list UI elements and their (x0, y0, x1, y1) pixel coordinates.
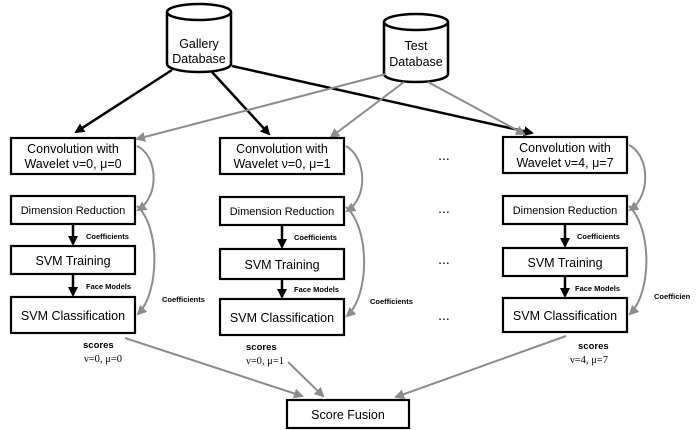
conv-box-3 (501, 135, 629, 175)
svm-classification-box-2-label: SVM Classification (230, 311, 334, 325)
test-database-label-1: Test (405, 39, 428, 53)
face-models-label-1: Face Models (86, 282, 131, 291)
side-coefficients-label-2: Coefficients (370, 297, 413, 306)
svm-classification-box-3 (501, 296, 629, 334)
dim-to-classification-curve-2 (345, 206, 366, 318)
gallery-database: Gallery Database (165, 2, 233, 74)
gallery-to-conv-1-arrow (74, 68, 173, 134)
column-3: Convolution with Wavelet ν=4, μ=7 Dimens… (501, 135, 691, 366)
test-to-conv-1-arrow (135, 73, 387, 142)
scores-label-2: scores (246, 342, 277, 353)
test-to-conv-3-arrow (427, 81, 526, 135)
conv-box-1 (9, 136, 137, 176)
test-database: Test Database (382, 12, 450, 84)
svm-classification-box-1-label: SVM Classification (21, 309, 125, 323)
scores-label-3: scores (578, 341, 609, 352)
test-database-label-2: Database (389, 55, 443, 69)
conv-to-dim-curve-2 (345, 145, 364, 213)
dim-reduction-box-1-label: Dimension Reduction (21, 205, 126, 217)
svm-training-box-2 (218, 247, 346, 281)
svm-classification-box-2 (218, 297, 346, 337)
coefficients-label-2: Coefficients (294, 233, 337, 242)
column-1: Convolution with Wavelet ν=0, μ=0 Dimens… (9, 136, 205, 365)
conv-to-dim-curve-3 (628, 144, 647, 212)
dim-reduction-box-3 (501, 194, 629, 226)
score-fusion-label: Score Fusion (311, 408, 385, 422)
ellipsis-classification: ... (438, 307, 450, 323)
side-coefficients-label-1: Coefficients (162, 295, 205, 304)
ellipsis-dim: ... (438, 200, 450, 216)
svm-classification-box-3-label: SVM Classification (513, 309, 617, 323)
dim-to-classification-curve-1 (136, 205, 156, 316)
ellipsis-conv: ... (438, 147, 450, 163)
gallery-database-label-2: Database (172, 52, 226, 66)
conv-to-dim-curve-1 (136, 145, 155, 212)
ellipsis-training: ... (438, 251, 450, 267)
face-models-label-3: Face Models (575, 284, 620, 293)
score-fusion-box (285, 398, 411, 430)
dim-to-classification-curve-3 (628, 205, 648, 316)
svm-training-box-1-label: SVM Training (35, 254, 110, 268)
svm-training-box-1 (9, 244, 137, 276)
scores-2-to-fusion-arrow (287, 361, 325, 398)
svm-training-box-2-label: SVM Training (244, 258, 319, 272)
conv-box-3-wavelet: Wavelet ν=4, μ=7 (516, 156, 613, 170)
dim-reduction-box-2 (218, 195, 346, 227)
side-coefficients-label-3: Coefficien (654, 292, 691, 301)
scores-1-to-fusion-arrow (124, 337, 304, 399)
conv-box-1-wavelet: Wavelet ν=0, μ=0 (24, 157, 121, 171)
scores-3-to-fusion-arrow (394, 335, 567, 400)
scores-label-1: scores (83, 340, 114, 351)
coefficients-label-3: Coefficients (577, 232, 620, 241)
face-models-label-2: Face Models (294, 285, 339, 294)
conv-box-1-title: Convolution with (27, 142, 119, 156)
dim-reduction-box-2-label: Dimension Reduction (230, 206, 335, 218)
scores-params-3: ν=4, μ=7 (570, 355, 608, 366)
conv-box-2-wavelet: Wavelet ν=0, μ=1 (233, 157, 330, 171)
scores-params-1: ν=0, μ=0 (84, 354, 122, 365)
dim-reduction-box-3-label: Dimension Reduction (513, 205, 618, 217)
coefficients-label-1: Coefficients (86, 232, 129, 241)
gallery-to-conv-2-arrow (211, 71, 271, 136)
conv-box-3-title: Convolution with (519, 141, 611, 155)
gallery-database-label-1: Gallery (179, 37, 219, 51)
conv-box-2 (218, 136, 346, 176)
test-to-conv-2-arrow (329, 81, 405, 139)
dim-reduction-box-1 (9, 194, 137, 226)
conv-box-2-title: Convolution with (236, 142, 328, 156)
svm-classification-box-1 (9, 295, 137, 335)
scores-params-2: ν=0, μ=1 (246, 356, 284, 367)
column-2: Convolution with Wavelet ν=0, μ=1 Dimens… (218, 136, 413, 367)
svm-training-box-3-label: SVM Training (527, 256, 602, 270)
